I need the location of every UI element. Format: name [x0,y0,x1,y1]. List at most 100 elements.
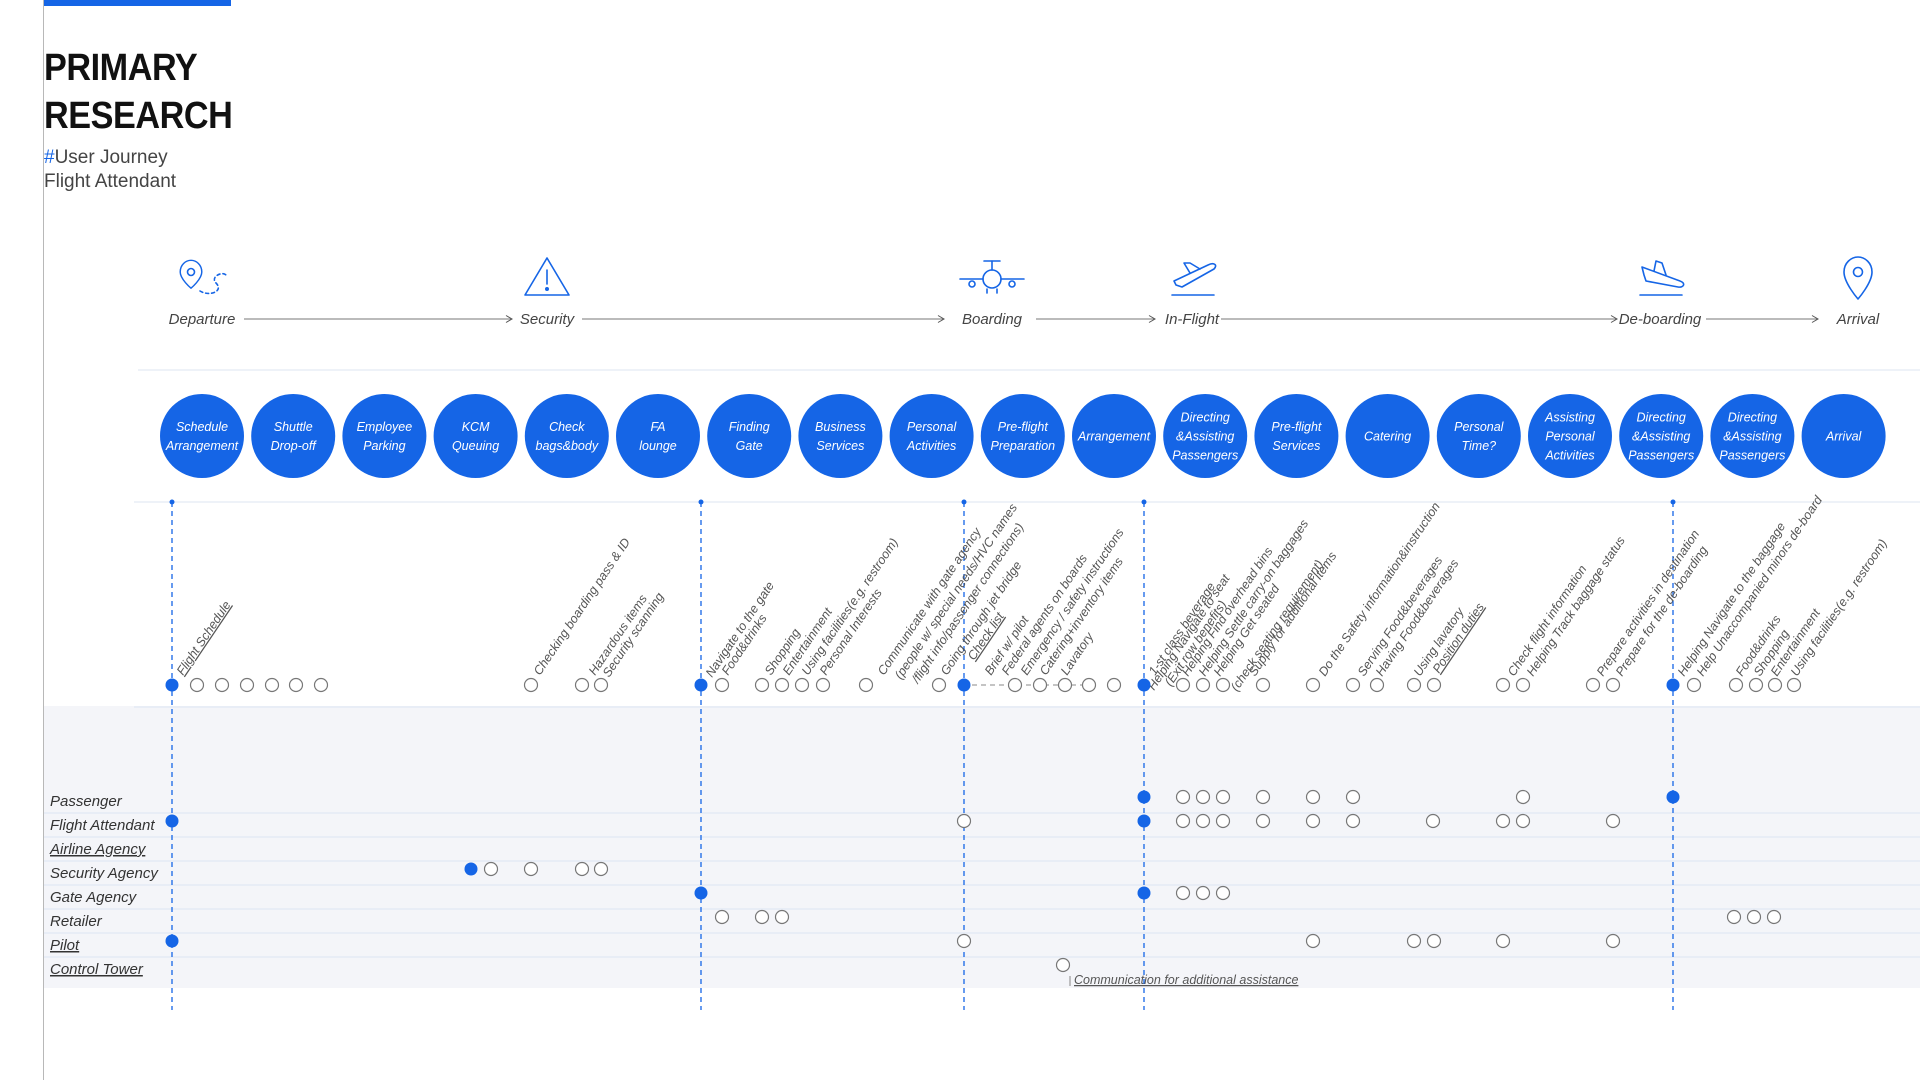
phase-label-2: Security [520,311,576,328]
phase-label-3: Boarding [962,311,1023,328]
role-dot [1746,909,1762,925]
role-dot [1195,789,1211,805]
task-dot [189,677,205,693]
role-dot [1406,933,1422,949]
task-group-1: Flight Schedule [174,598,234,677]
step-circle-5: Check bags&body [524,394,609,478]
role-dot [1175,789,1191,805]
role-dot [1195,885,1211,901]
milestone-marker [698,499,704,505]
page-title: PRIMARY RESEARCH [44,44,233,140]
arrow-head [1148,315,1156,323]
arrow-head [1610,315,1618,323]
task-dot [1175,677,1191,693]
step-circle-fill [707,394,792,478]
step-circle-11: Arrangement [1072,394,1156,478]
step-label: Activities [906,439,956,453]
role-dot [523,861,539,877]
airplane-landing-icon [1639,260,1685,296]
role-dot [1515,789,1531,805]
step-label: Arrival [1825,430,1863,444]
hash-mark: # [44,147,55,168]
task-dot [1305,677,1321,693]
step-label: Passengers [1628,449,1694,463]
role-dot [956,933,972,949]
phase-label-1: Departure [169,311,236,328]
page-subtitle: #User Journey Flight Attendant [44,146,176,194]
arrow-head [505,315,513,323]
task-dot [1686,677,1702,693]
role-dot [574,861,590,877]
step-label: Schedule [176,420,228,434]
step-circle-fill [980,394,1065,478]
map-pin-route-icon [179,259,227,295]
step-label: Check [549,420,585,434]
role-dot [1055,957,1071,973]
step-label: &Assisting [1632,430,1690,444]
step-circle-fill [1072,394,1156,478]
step-label: Arrangement [165,439,239,453]
step-label: Gate [736,439,763,453]
task-dot [264,677,280,693]
step-label: bags&body [536,439,599,453]
step-label: Finding [729,420,770,434]
task-dot [774,677,790,693]
step-circle-fill [342,394,427,478]
step-label: Personal [1545,430,1596,444]
step-label: FA [650,420,665,434]
note-label: Communication for additional assistance [1074,973,1298,987]
step-circle-fill [1801,394,1886,478]
task-dot [1057,677,1073,693]
task-dot [1605,677,1621,693]
role-dot-filled [165,814,179,828]
title-line-1: PRIMARY [44,47,198,89]
task-dot [754,677,770,693]
task-dot [1585,677,1601,693]
step-label: KCM [462,420,490,434]
warning-triangle-icon [524,257,570,296]
step-circle-fill [1619,394,1704,478]
task-dot [593,677,609,693]
step-circle-fill [433,394,518,478]
phase-label-4: In-Flight [1165,311,1220,328]
task-dot [1728,677,1744,693]
step-circle-19: Arrival [1801,394,1886,478]
role-dot [1305,933,1321,949]
roles-band [44,706,1920,988]
role-dot [1345,789,1361,805]
step-circle-fill [1710,394,1795,478]
step-circle-fill [1528,394,1612,478]
role-label-7: Pilot [50,937,80,954]
role-dot [1305,789,1321,805]
task-dot [1426,677,1442,693]
airplane-front-icon [959,260,1025,294]
task-dot-filled [957,678,971,692]
role-dot [754,909,770,925]
task-dot [574,677,590,693]
role-dot [1175,813,1191,829]
role-dot-filled [1137,790,1151,804]
role-dot-filled [464,862,478,876]
role-dot [1175,885,1191,901]
task-dot [313,677,329,693]
role-dot [1726,909,1742,925]
task-dot [714,677,730,693]
task-dot [1345,677,1361,693]
task-dot [1515,677,1531,693]
subtitle-line-2: Flight Attendant [44,171,177,192]
task-dot [931,677,947,693]
task-label: Flight Schedule [174,598,234,677]
